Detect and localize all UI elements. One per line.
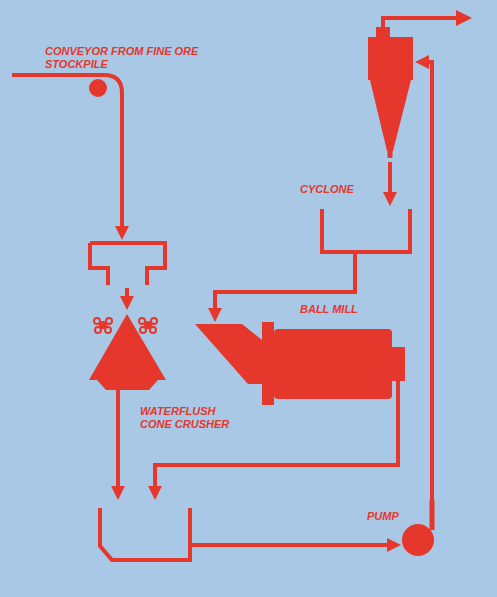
hopper-arrowhead — [120, 296, 134, 310]
underflow-arrowhead — [383, 192, 397, 206]
node-shape — [290, 25, 415, 260]
mill-flange — [262, 322, 274, 405]
crusher-cone — [89, 314, 166, 380]
mill-shell — [274, 329, 392, 399]
cone-crusher: WATERFLUSH CONE CRUSHER — [85, 240, 195, 390]
discharge-spout — [396, 380, 400, 405]
equipment-label: WATERFLUSH CONE CRUSHER — [140, 405, 240, 431]
node-shape — [192, 322, 407, 405]
ball-mill: BALL MILL — [192, 322, 407, 405]
crusher-base — [97, 380, 158, 390]
spray-lobe — [150, 327, 156, 333]
equipment-label: CONVEYOR FROM FINE ORE STOCKPILE — [45, 45, 210, 71]
equipment-label: BALL MILL — [300, 303, 380, 316]
underflow-stream — [388, 162, 392, 193]
cyclone-cone — [370, 80, 411, 151]
box-outlet — [353, 252, 357, 260]
water-spray-symbol — [139, 318, 157, 333]
pump-outlet — [430, 500, 435, 530]
overflow-line — [383, 18, 458, 27]
spray-lobe — [105, 327, 111, 333]
slurry-flow-line — [120, 100, 124, 236]
spray-lobe — [151, 318, 157, 324]
conveyor: CONVEYOR FROM FINE ORE STOCKPILE — [12, 45, 202, 100]
equipment-label: PUMP — [367, 510, 417, 523]
equipment-label: CYCLONE — [300, 183, 380, 196]
underflow-box — [322, 209, 410, 252]
spray-lobe — [139, 318, 145, 324]
head-pulley — [89, 79, 107, 97]
slurry-flow-line — [215, 260, 355, 318]
slurry-flow-line — [155, 405, 398, 496]
spray-lobe — [106, 318, 112, 324]
sump-to-pump-line — [190, 543, 389, 547]
pump: PUMP — [95, 500, 440, 565]
vortex-finder — [376, 27, 390, 38]
pump-body — [402, 524, 434, 556]
cyclone-barrel — [368, 37, 413, 80]
feed-chute — [195, 324, 262, 384]
slurry-flow-line — [419, 62, 432, 500]
node-shape — [95, 500, 440, 565]
cyclone: CYCLONE — [290, 25, 415, 260]
overflow-arrowhead — [456, 10, 472, 26]
water-spray-symbol — [94, 318, 112, 333]
slurry-flow-line — [116, 390, 120, 496]
feed-hopper — [90, 243, 165, 285]
sump — [100, 508, 190, 560]
conveyor-belt — [12, 75, 122, 100]
spray-lobe — [94, 318, 100, 324]
discharge-trunnion — [392, 347, 405, 381]
node-shape — [85, 240, 195, 390]
spray-lobe — [95, 327, 101, 333]
underflow-spigot — [388, 150, 393, 158]
spray-lobe — [140, 327, 146, 333]
pump-arrowhead — [387, 538, 401, 552]
